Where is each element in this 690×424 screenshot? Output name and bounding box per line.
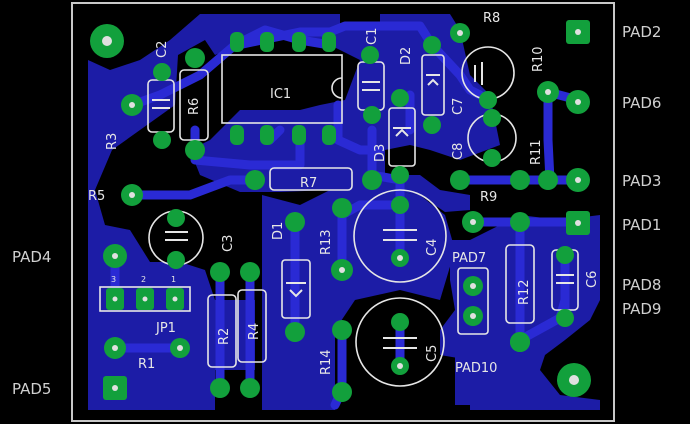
jp1-pin-label-3: 3 bbox=[111, 275, 116, 284]
label-r6: R6 bbox=[187, 98, 202, 115]
pad6-label: PAD6 bbox=[622, 94, 661, 112]
label-r13: R13 bbox=[319, 229, 334, 255]
jp1-pin-label-1: 1 bbox=[171, 275, 176, 284]
label-d3: D3 bbox=[373, 144, 388, 162]
label-r9: R9 bbox=[480, 190, 497, 205]
r2-body bbox=[207, 294, 237, 368]
label-c5: C5 bbox=[425, 345, 440, 362]
label-r3: R3 bbox=[105, 133, 120, 150]
d3-body bbox=[388, 107, 416, 167]
r12-body bbox=[505, 244, 535, 324]
label-r1: R1 bbox=[138, 357, 155, 372]
pad9-label: PAD9 bbox=[622, 300, 661, 318]
c5-body bbox=[355, 297, 445, 387]
d2-body bbox=[421, 54, 445, 116]
label-r8: R8 bbox=[483, 11, 500, 26]
label-ic1: IC1 bbox=[270, 87, 291, 102]
label-c2: C2 bbox=[155, 41, 170, 58]
pad5-label: PAD5 bbox=[12, 380, 51, 398]
label-c8: C8 bbox=[451, 143, 466, 160]
label-jp1: JP1 bbox=[155, 321, 176, 336]
pad3-label: PAD3 bbox=[622, 172, 661, 190]
label-d1: D1 bbox=[271, 222, 286, 240]
label-d2: D2 bbox=[399, 47, 414, 65]
drills bbox=[102, 29, 581, 391]
label-r2: R2 bbox=[217, 328, 232, 345]
label-c6: C6 bbox=[585, 271, 600, 288]
r4-body bbox=[237, 289, 267, 363]
silkscreen-bodies bbox=[99, 46, 579, 387]
label-c7: C7 bbox=[451, 98, 466, 115]
pad4-label: PAD4 bbox=[12, 248, 51, 266]
r7-body bbox=[269, 167, 353, 191]
external-pad-labels: PAD2 PAD6 PAD3 PAD1 PAD8 PAD9 PAD4 PAD5 bbox=[12, 23, 661, 398]
pad2-label: PAD2 bbox=[622, 23, 661, 41]
ic1-outline bbox=[221, 54, 343, 124]
label-pad7: PAD7 bbox=[452, 251, 486, 266]
silkscreen-symbols bbox=[152, 62, 574, 349]
label-r14: R14 bbox=[319, 349, 334, 375]
c4-body bbox=[353, 189, 447, 283]
pad1-label: PAD1 bbox=[622, 216, 661, 234]
component-labels: IC1 R6 C2 R3 R5 C1 D2 D3 R7 R8 R10 C7 C8… bbox=[88, 11, 600, 376]
pad7-housing bbox=[457, 267, 489, 335]
label-r7: R7 bbox=[300, 176, 317, 191]
pad8-label: PAD8 bbox=[622, 276, 661, 294]
label-c3: C3 bbox=[221, 235, 236, 252]
label-r4: R4 bbox=[247, 323, 262, 340]
label-r10: R10 bbox=[531, 46, 546, 72]
r6-body bbox=[179, 69, 209, 141]
label-r5: R5 bbox=[88, 189, 105, 204]
label-r12: R12 bbox=[517, 279, 532, 305]
label-c1: C1 bbox=[365, 28, 380, 45]
label-pad10: PAD10 bbox=[455, 361, 497, 376]
d1-body bbox=[281, 259, 311, 319]
jp1-pin-label-2: 2 bbox=[141, 275, 146, 284]
label-c4: C4 bbox=[425, 239, 440, 256]
label-r11: R11 bbox=[529, 139, 544, 165]
jp1-body bbox=[99, 286, 191, 312]
